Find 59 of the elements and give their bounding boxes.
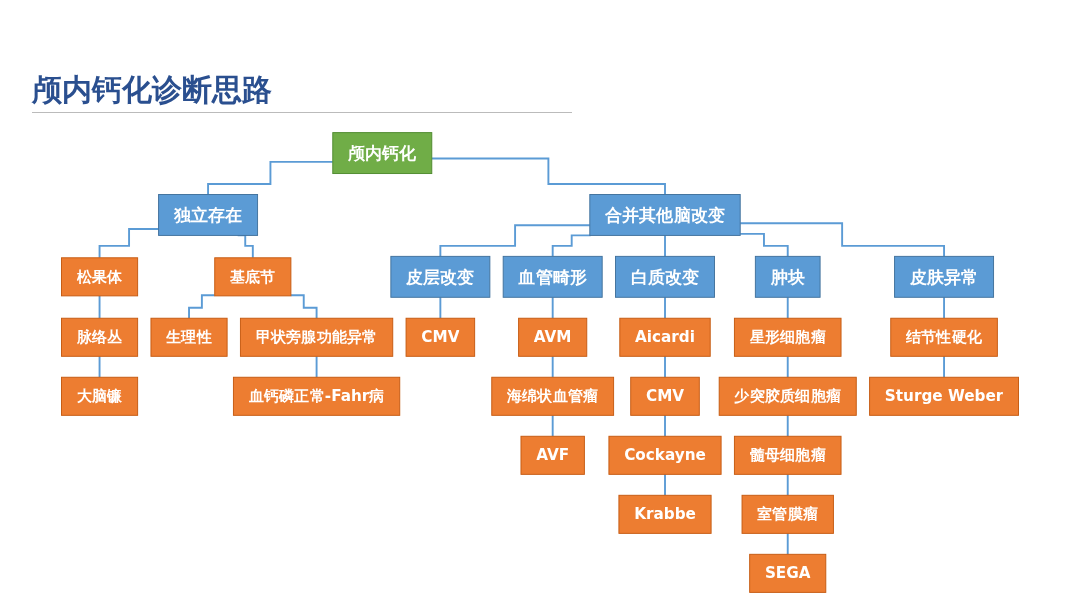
connector bbox=[439, 224, 591, 258]
connector bbox=[664, 234, 666, 258]
connector bbox=[98, 294, 101, 320]
node-box: 脉络丛 bbox=[61, 317, 139, 357]
node-box: 生理性 bbox=[150, 317, 228, 357]
node-box: 颅内钙化 bbox=[332, 132, 433, 175]
node-box: 室管膜瘤 bbox=[741, 494, 834, 534]
node-box: 独立存在 bbox=[158, 194, 259, 236]
connector bbox=[207, 160, 334, 196]
connector bbox=[315, 355, 318, 379]
node-box: AVM bbox=[518, 317, 588, 357]
node-box: 星形细胞瘤 bbox=[733, 317, 842, 357]
node-box: CMV bbox=[630, 376, 700, 416]
node-box: 甲状旁腺功能异常 bbox=[239, 317, 394, 357]
node-box: AVF bbox=[520, 435, 585, 475]
connector bbox=[943, 296, 945, 320]
node-box: 皮肤异常 bbox=[894, 255, 995, 298]
node-box: Aicardi bbox=[619, 317, 711, 357]
connector bbox=[664, 355, 666, 379]
connector bbox=[664, 473, 666, 497]
node-box: Cockayne bbox=[608, 435, 722, 475]
connector bbox=[430, 157, 666, 196]
node-box: 皮层改变 bbox=[390, 255, 491, 298]
node-box: CMV bbox=[405, 317, 476, 357]
connector bbox=[786, 355, 789, 379]
connector bbox=[786, 414, 789, 438]
node-box: 合并其他脑改变 bbox=[589, 194, 741, 236]
node-box: 白质改变 bbox=[615, 255, 715, 298]
node-box: 松果体 bbox=[61, 257, 139, 297]
connector bbox=[664, 296, 666, 320]
connector bbox=[739, 222, 945, 258]
connector bbox=[943, 355, 945, 379]
node-box: 血管畸形 bbox=[502, 255, 603, 298]
node-box: 肿块 bbox=[754, 255, 821, 298]
connector bbox=[98, 355, 101, 379]
connector bbox=[551, 355, 554, 379]
connector bbox=[664, 414, 666, 438]
node-box: Sturge Weber bbox=[869, 376, 1019, 416]
node-box: 髓母细胞瘤 bbox=[733, 435, 842, 475]
connector bbox=[98, 228, 160, 259]
connector bbox=[289, 294, 318, 320]
connector bbox=[786, 296, 789, 320]
node-box: SEGA bbox=[749, 553, 827, 593]
connector bbox=[786, 473, 789, 497]
title: 颅内钙化诊断思路 bbox=[32, 71, 272, 109]
connector bbox=[188, 294, 216, 320]
connector bbox=[439, 296, 442, 320]
node-box: 海绵状血管瘤 bbox=[491, 376, 615, 416]
node-box: 基底节 bbox=[214, 257, 292, 297]
node-box: Krabbe bbox=[618, 494, 712, 534]
connector bbox=[551, 414, 554, 438]
node-box: 结节性硬化 bbox=[890, 317, 998, 357]
connector bbox=[739, 232, 789, 258]
node-box: 血钙磷正常-Fahr病 bbox=[232, 376, 401, 416]
node-box: 大脑镰 bbox=[61, 376, 139, 416]
connector bbox=[551, 296, 554, 320]
connector bbox=[786, 532, 789, 556]
connector bbox=[551, 234, 592, 258]
node-box: 少突胶质细胞瘤 bbox=[718, 376, 857, 416]
